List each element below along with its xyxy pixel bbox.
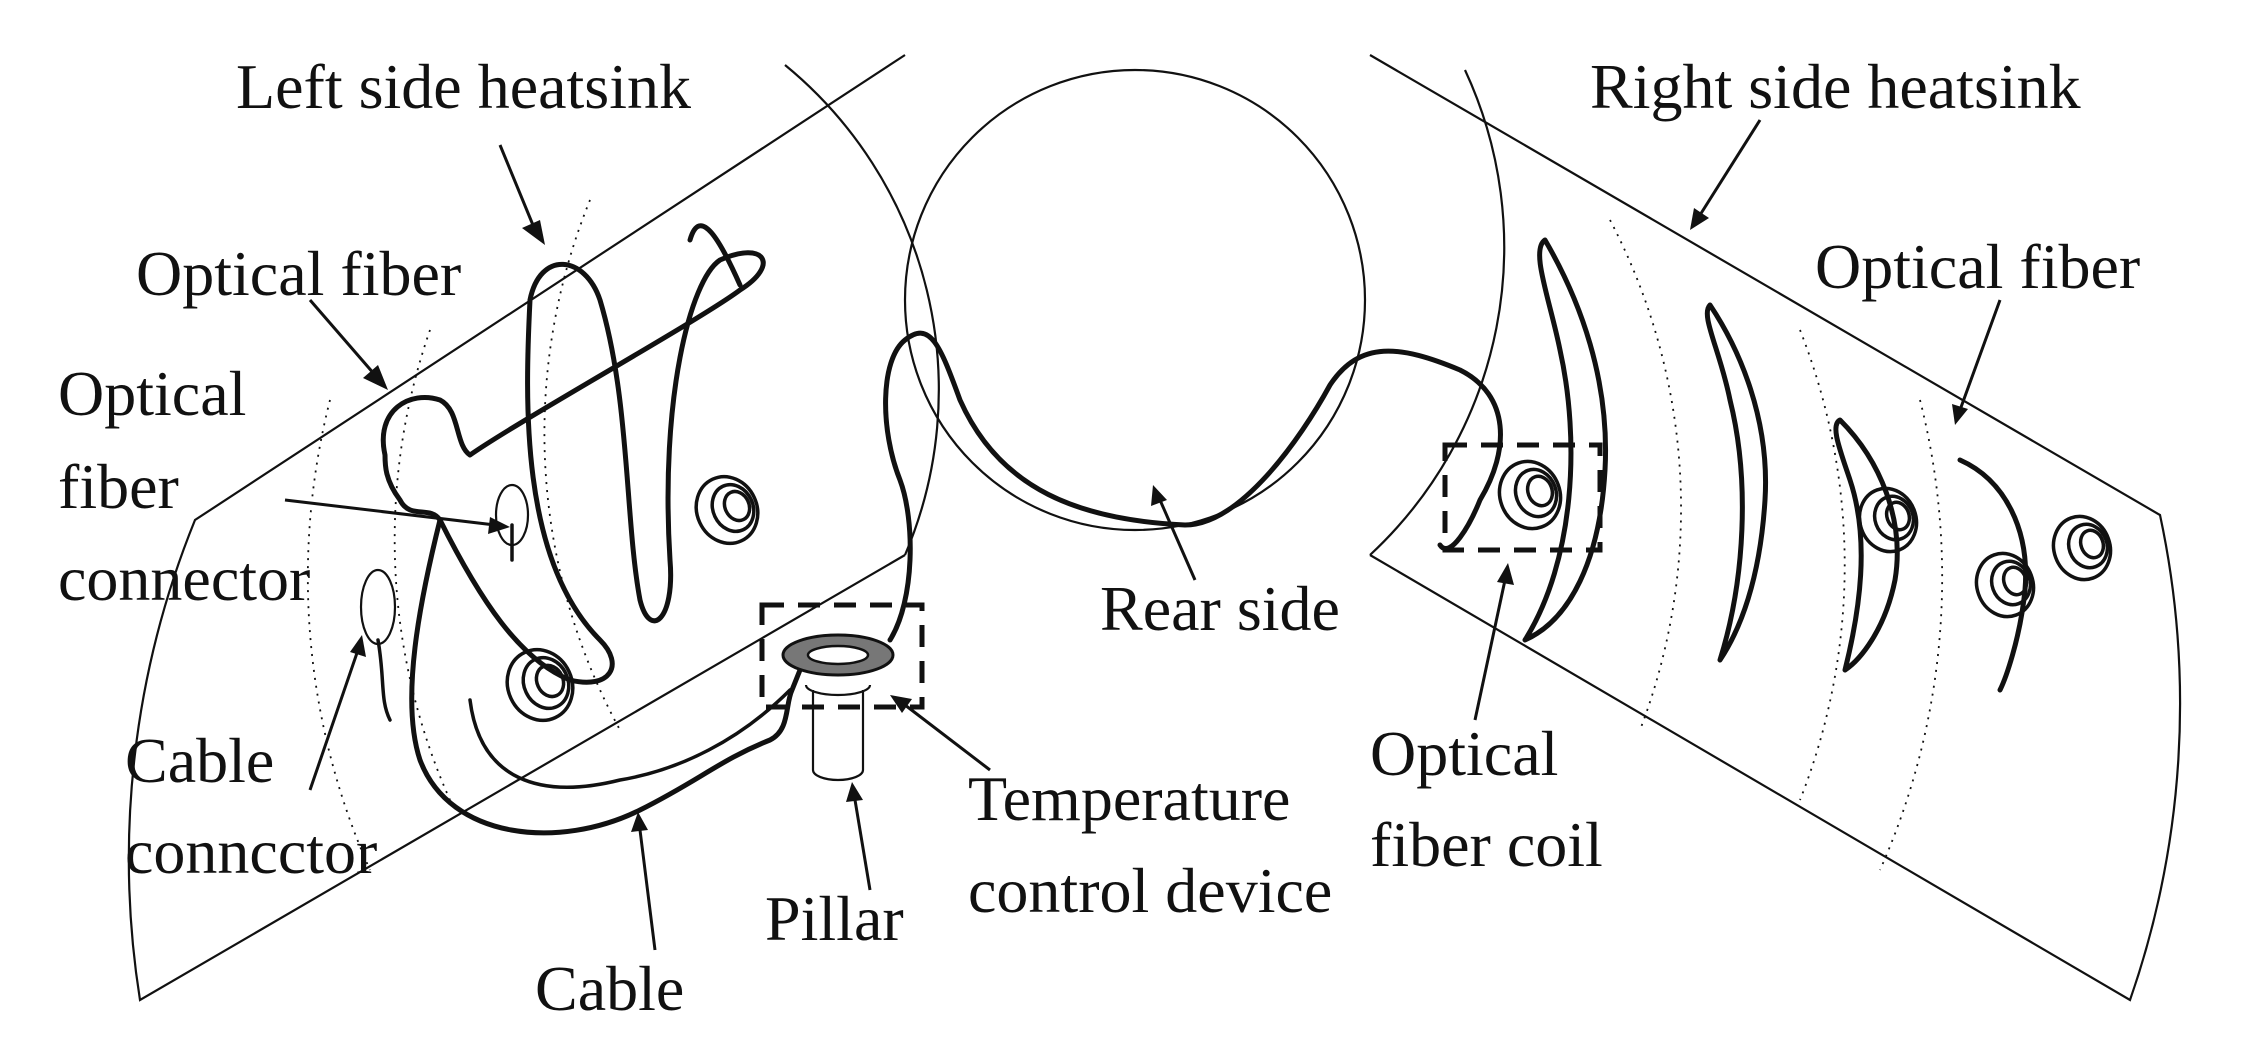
left-optical-fiber [380, 223, 766, 685]
rear-side-circle [903, 68, 1367, 532]
right-fiber-arc-1 [1522, 237, 1609, 643]
left-heatsink-arc [784, 64, 940, 556]
left-heatsink-outline [127, 54, 906, 1002]
label-fiber-coil-1: Optical [1370, 718, 1558, 789]
label-left-side-heatsink: Left side heatsink [236, 51, 691, 122]
label-fiber-coil-2: fiber coil [1370, 809, 1603, 880]
left-fiber-loop [380, 250, 766, 685]
cable-inner [468, 688, 792, 789]
label-cable-connector-2: conncctor [125, 816, 377, 887]
cable-line [409, 517, 803, 836]
right-optical-fiber [1522, 237, 2029, 693]
center-fiber [883, 330, 1503, 643]
right-heatsink [1369, 54, 2182, 1002]
right-fiber-coil-3 [1974, 551, 2036, 619]
label-right-side-heatsink: Right side heatsink [1590, 51, 2081, 122]
label-cable-connector-1: Cable [125, 725, 274, 796]
right-fiber-arc-2 [1704, 302, 1769, 663]
right-heatsink-dotted-arc-2 [1799, 329, 1846, 801]
label-pillar: Pillar [765, 883, 904, 954]
optical-fiber-connector [494, 483, 530, 562]
label-rear-side: Rear side [1100, 573, 1340, 644]
right-fiber-coil-1 [1442, 442, 1603, 553]
label-temperature-2: control device [968, 855, 1332, 926]
right-heatsink-dotted-arc-3 [1879, 399, 1944, 871]
left-heatsink-dotted-arc-3 [306, 399, 371, 871]
left-fiber-coil-top [694, 474, 760, 546]
temperature-control-device [759, 602, 925, 782]
label-cable: Cable [535, 953, 684, 1024]
right-fiber-coil-4 [2051, 514, 2113, 582]
cable-connector [359, 568, 397, 722]
right-heatsink-arc [1369, 69, 1506, 556]
temperature-device-dashed-box [759, 602, 925, 710]
fiber-coil-dashed-box [1442, 442, 1603, 553]
label-fiber-connector-2: fiber [58, 451, 179, 522]
label-fiber-connector-1: Optical [58, 358, 246, 429]
pillar-shape [811, 690, 865, 782]
leader-arrows [284, 119, 2002, 951]
right-heatsink-outline [1369, 54, 2182, 1002]
left-fiber-coil-bottom [505, 647, 575, 723]
label-optical-fiber-right: Optical fiber [1815, 231, 2140, 302]
right-heatsink-dotted-arc-1 [1609, 219, 1682, 731]
left-fiber-tail [687, 223, 743, 288]
right-fiber-coil-2 [1857, 486, 1919, 554]
right-fiber-arc-3 [1833, 417, 1900, 673]
label-optical-fiber-left: Optical fiber [136, 238, 461, 309]
label-fiber-connector-3: connector [58, 543, 310, 614]
left-heatsink-dotted-arc-2 [393, 329, 451, 801]
label-temperature-1: Temperature [968, 763, 1290, 834]
left-heatsink [127, 54, 940, 1002]
